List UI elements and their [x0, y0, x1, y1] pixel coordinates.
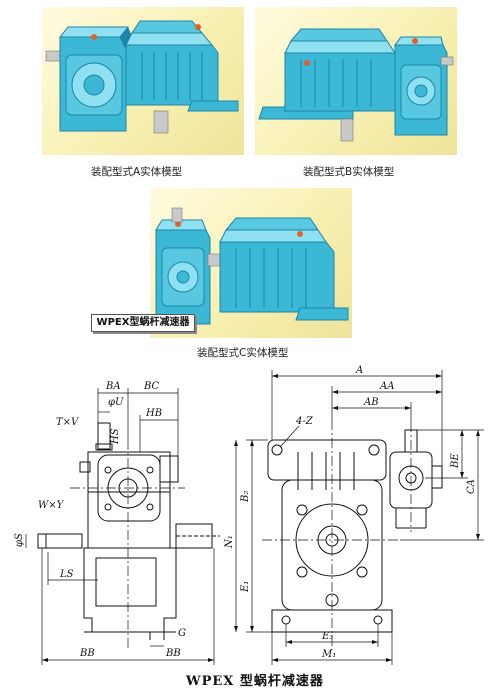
label-phi-u: φU — [108, 397, 124, 408]
label-g: G — [178, 628, 186, 639]
gear-reducer-a-illustration — [45, 20, 239, 134]
label-hs: HS — [110, 428, 121, 445]
label-e3: E₃ — [321, 631, 333, 642]
model-photo-b — [255, 7, 457, 155]
label-ca: CA — [466, 479, 477, 494]
label-bb-right: BB — [165, 648, 181, 659]
model-caption-b: 装配型式B实体模型 — [303, 166, 395, 178]
label-m1: M₁ — [321, 649, 336, 660]
label-phi-s: φS — [14, 533, 25, 547]
model-photo-a — [42, 7, 244, 155]
model-photo-c — [150, 188, 352, 338]
label-bc: BC — [143, 381, 160, 392]
label-be: BE — [450, 453, 461, 469]
label-hb: HB — [145, 408, 162, 419]
label-txv: T×V — [56, 417, 80, 428]
label-wxy: W×Y — [38, 500, 65, 511]
label-a: A — [355, 365, 363, 376]
dimension-drawing: BA BC φU T×V HB HS W×Y φS LS G BB BB A A… — [14, 365, 484, 689]
gear-reducer-b-illustration — [258, 28, 454, 142]
label-bb-left: BB — [79, 648, 95, 659]
product-name-stamp: WPEX型蜗杆减速器 — [91, 314, 195, 332]
label-ls: LS — [59, 569, 74, 580]
label-aa: AA — [379, 381, 394, 392]
model-caption-a: 装配型式A实体模型 — [91, 166, 183, 178]
label-ba: BA — [105, 381, 121, 392]
label-n1: N₁ — [224, 535, 235, 549]
front-view — [267, 429, 443, 633]
drawing-title: WPEX 型蜗杆减速器 — [185, 673, 324, 689]
label-ab: AB — [363, 397, 379, 408]
label-four-z: 4-Z — [295, 416, 314, 427]
label-e1: E₁ — [240, 581, 251, 593]
gear-reducer-c-illustration — [155, 207, 349, 325]
model-caption-c: 装配型式C实体模型 — [197, 347, 289, 359]
side-view — [37, 422, 220, 640]
label-b2: B₂ — [240, 491, 251, 503]
